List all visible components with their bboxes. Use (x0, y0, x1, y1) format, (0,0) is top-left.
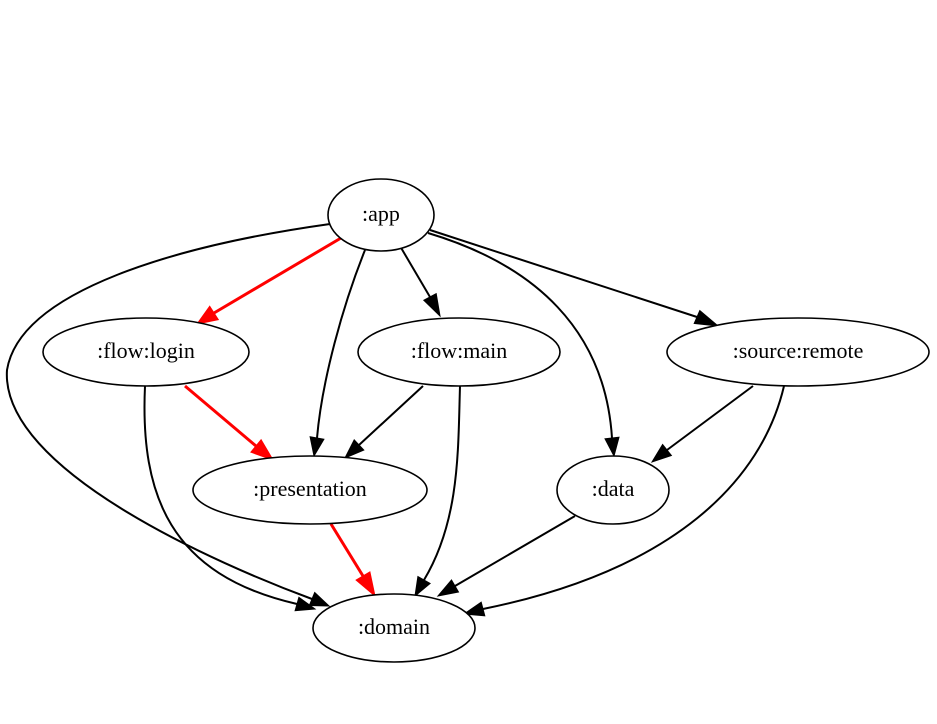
arrowhead (436, 579, 460, 597)
node-ellipse (357, 317, 561, 387)
edge-line (358, 385, 424, 446)
edge-line (666, 385, 754, 451)
edge-app-to-flow-login (195, 236, 342, 325)
nodes-layer: :app :flow:login :flow:main :source:remote:… (42, 178, 930, 663)
arrowhead (422, 292, 441, 318)
edge-flow-main-to-domain (414, 385, 461, 598)
node-label: :flow:main (411, 338, 508, 363)
edge-line (429, 229, 698, 318)
arrowhead (195, 305, 220, 325)
node-label: :flow:login (97, 338, 195, 363)
node-label: :app (362, 201, 400, 226)
edge-line (423, 385, 461, 581)
node-ellipse (327, 178, 435, 252)
edge-line (213, 236, 342, 315)
arrowhead (650, 443, 673, 463)
edge-source-remote-to-data (650, 385, 754, 463)
node-flow-main: :flow:main (357, 317, 561, 387)
node-flow-login: :flow:login (42, 317, 250, 387)
edge-flow-login-to-presentation (184, 384, 275, 461)
edge-app-to-flow-main (399, 245, 441, 318)
arrowhead (308, 591, 331, 607)
arrowhead (309, 436, 325, 458)
node-data: :data (556, 455, 670, 525)
node-ellipse (556, 455, 670, 525)
node-presentation: :presentation (192, 455, 428, 525)
arrowhead (343, 439, 365, 459)
edge-line (316, 249, 366, 439)
edge-app-to-presentation (309, 249, 366, 458)
edge-line (5, 223, 331, 600)
edge-flow-login-to-domain (143, 385, 317, 612)
node-source-remote: :source:remote (666, 317, 930, 387)
node-ellipse (666, 317, 930, 387)
arrowhead (604, 436, 620, 458)
edge-presentation-to-domain (329, 523, 376, 598)
arrowhead (414, 575, 431, 598)
edge-line (329, 523, 365, 577)
node-app: :app (327, 178, 435, 252)
edges-layer (5, 223, 785, 617)
arrowhead (250, 438, 275, 461)
node-ellipse (312, 593, 476, 663)
edge-flow-main-to-presentation (343, 385, 424, 459)
edge-line (184, 384, 257, 448)
arrowhead (294, 596, 317, 612)
node-label: :domain (358, 614, 430, 639)
edge-source-remote-to-domain (462, 385, 785, 617)
edge-line (482, 385, 785, 610)
node-domain: :domain (312, 593, 476, 663)
node-label: :data (592, 476, 635, 501)
edge-app-to-data (427, 232, 620, 458)
edge-line (427, 232, 613, 439)
node-label: :source:remote (733, 338, 864, 363)
arrowhead (355, 571, 376, 598)
edge-app-to-source-remote (429, 229, 720, 327)
node-ellipse (192, 455, 428, 525)
node-ellipse (42, 317, 250, 387)
edge-line (454, 515, 576, 587)
arrowhead (462, 601, 486, 617)
edge-app-to-domain (5, 223, 331, 607)
edge-data-to-domain (436, 515, 576, 597)
edge-line (399, 245, 431, 298)
edge-line (143, 385, 298, 605)
arrowhead (693, 309, 720, 327)
node-label: :presentation (253, 476, 367, 501)
